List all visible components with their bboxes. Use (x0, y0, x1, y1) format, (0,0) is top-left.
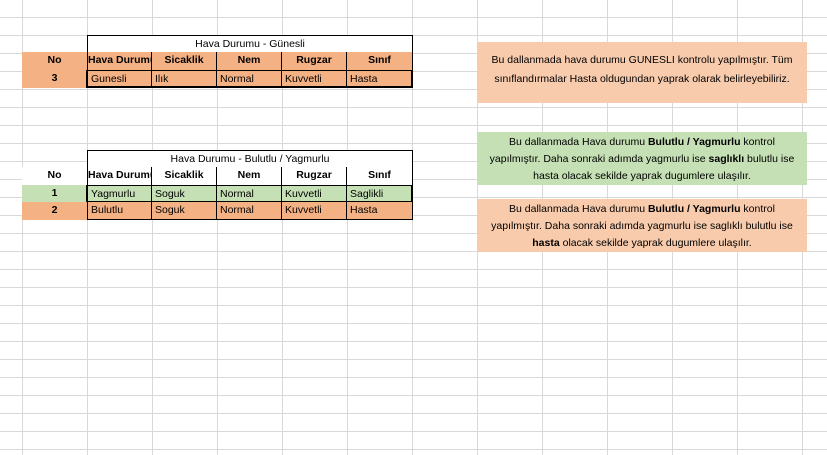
table-cell-sinif[interactable]: Saglikli (347, 185, 413, 203)
note-text: kontrol yapılmıştır. Daha sonraki adımda… (491, 203, 793, 232)
table-cell-sicaklik[interactable]: Ilık (152, 70, 217, 88)
table-cell-rugzar[interactable]: Kuvvetli (282, 202, 347, 220)
note-text: bulutlu ise hasta olacak sekilde yaprak … (533, 153, 795, 182)
note-bold: Bulutlu / Yagmurlu (647, 203, 741, 215)
header-sicaklik[interactable]: Sicaklik (152, 167, 217, 185)
note-text: Bu dallanmada Hava durumu (509, 136, 648, 148)
header-hava-durumu[interactable]: Hava Durumu (87, 167, 152, 185)
table-cell-sinif[interactable]: Hasta (347, 202, 413, 220)
table-cell-no[interactable]: 3 (22, 70, 87, 88)
table-cell-nem[interactable]: Normal (217, 185, 282, 203)
table-cell-sicaklik[interactable]: Soguk (152, 202, 217, 220)
header-sinif[interactable]: Sınıf (347, 52, 413, 70)
header-nem[interactable]: Nem (217, 167, 282, 185)
table-cell-sicaklik[interactable]: Soguk (152, 185, 217, 203)
header-no[interactable]: No (22, 167, 87, 185)
header-no[interactable]: No (22, 52, 87, 70)
header-sicaklik[interactable]: Sicaklik (152, 52, 217, 70)
header-sinif[interactable]: Sınıf (347, 167, 413, 185)
table-cell-nem[interactable]: Normal (217, 70, 282, 88)
table-cell-rugzar[interactable]: Kuvvetli (282, 185, 347, 203)
table-cell-hava-durumu[interactable]: Gunesli (86, 70, 152, 88)
table-title[interactable]: Hava Durumu - Bulutlu / Yagmurlu (87, 150, 413, 168)
note-text: Bu dallanmada hava durumu GUNESLI kontro… (491, 54, 793, 85)
note-gunesli[interactable]: Bu dallanmada hava durumu GUNESLI kontro… (477, 42, 807, 103)
header-rugzar[interactable]: Rugzar (282, 52, 347, 70)
note-bulutlu-yagmurlu-hasta[interactable]: Bu dallanmada Hava durumu Bulutlu / Yagm… (477, 199, 807, 252)
note-bold: hasta (532, 237, 560, 249)
table-cell-no[interactable]: 1 (22, 185, 87, 203)
header-hava-durumu[interactable]: Hava Durumu (87, 52, 152, 70)
note-bold: Bulutlu / Yagmurlu (647, 136, 741, 148)
table-cell-no[interactable]: 2 (22, 202, 87, 220)
table-cell-rugzar[interactable]: Kuvvetli (282, 70, 347, 88)
note-text: olacak sekilde yaprak dugumlere ulaşılır… (559, 237, 752, 249)
note-text: kontrol yapılmıştır. Daha sonraki adımda… (489, 136, 775, 165)
table-cell-sinif[interactable]: Hasta (347, 70, 413, 88)
header-rugzar[interactable]: Rugzar (282, 167, 347, 185)
note-bold: saglıklı (708, 153, 745, 165)
table-cell-hava-durumu[interactable]: Yagmurlu (86, 185, 152, 203)
note-bulutlu-yagmurlu-saglikli[interactable]: Bu dallanmada Hava durumu Bulutlu / Yagm… (477, 132, 807, 185)
table-title[interactable]: Hava Durumu - Günesli (87, 35, 413, 53)
header-nem[interactable]: Nem (217, 52, 282, 70)
table-cell-nem[interactable]: Normal (217, 202, 282, 220)
note-text: Bu dallanmada Hava durumu (509, 203, 648, 215)
table-cell-hava-durumu[interactable]: Bulutlu (87, 202, 152, 220)
